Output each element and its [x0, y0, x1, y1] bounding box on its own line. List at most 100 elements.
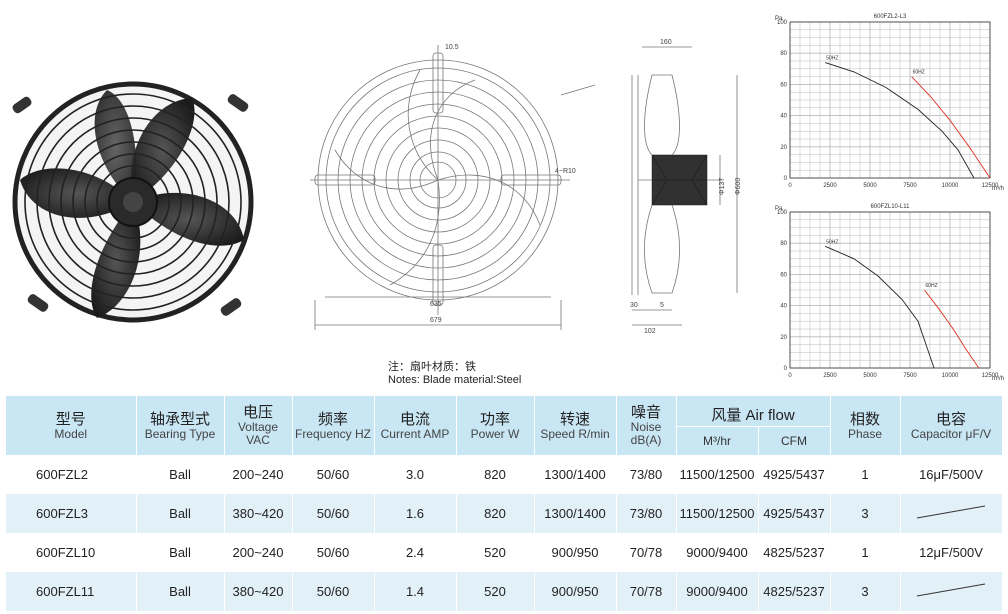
cell-current: 1.6	[374, 494, 457, 533]
dim-top-label: 10.5	[445, 44, 459, 51]
capacitor-none-slash	[916, 505, 986, 519]
cell-frequency: 50/60	[292, 533, 375, 572]
cell-power: 820	[456, 494, 535, 533]
y-tick-label: 20	[780, 145, 787, 151]
y-axis-label: Pa	[775, 206, 783, 212]
y-tick-label: 80	[780, 241, 787, 247]
cell-noise: 70/78	[616, 533, 677, 572]
cell-airflow-cfm: 4825/5237	[758, 572, 831, 611]
cell-model: 600FZL2	[6, 455, 137, 494]
front-view-drawing: 10.5 4−R10 635 679	[310, 44, 596, 330]
cell-capacitor: 12μF/500V	[900, 533, 1003, 572]
x-tick-label: 0	[788, 373, 792, 379]
series-label: 50HZ	[826, 56, 838, 62]
cell-model: 600FZL3	[6, 494, 137, 533]
cell-current: 2.4	[374, 533, 457, 572]
cell-capacitor	[900, 494, 1003, 533]
cell-airflow-cfm: 4925/5437	[758, 455, 831, 494]
cell-noise: 70/78	[616, 572, 677, 611]
plot-frame	[789, 211, 991, 369]
cell-speed: 900/950	[534, 572, 617, 611]
cell-model: 600FZL10	[6, 533, 137, 572]
y-tick-label: 100	[777, 20, 788, 26]
cell-power: 520	[456, 572, 535, 611]
x-tick-label: 7500	[903, 373, 917, 379]
dim-bottom-label: 102	[644, 328, 656, 335]
cell-noise: 73/80	[616, 455, 677, 494]
cell-voltage: 380~420	[224, 572, 293, 611]
cell-bearing: Ball	[136, 494, 225, 533]
series-line	[924, 289, 980, 369]
series-line	[825, 245, 935, 369]
header-airflow-cfm: CFM	[758, 426, 831, 455]
cell-noise: 73/80	[616, 494, 677, 533]
dim-hub-label: Φ137	[719, 178, 726, 195]
y-tick-label: 0	[784, 176, 788, 182]
cell-capacitor: 16μF/500V	[900, 455, 1003, 494]
x-tick-label: 2500	[823, 373, 837, 379]
series-line	[825, 62, 975, 179]
x-tick-label: 2500	[823, 183, 837, 189]
cell-voltage: 200~240	[224, 533, 293, 572]
cell-bearing: Ball	[136, 533, 225, 572]
series-label: 60HZ	[925, 283, 937, 289]
cell-phase: 1	[830, 533, 901, 572]
chart-title: 600FZL2-L3	[874, 14, 907, 20]
cell-airflow-m3hr: 11500/12500	[676, 494, 759, 533]
header-airflow-m3hr: M³/hr	[676, 426, 759, 455]
plot-frame	[789, 21, 991, 179]
cell-phase: 3	[830, 494, 901, 533]
x-tick-label: 10000	[942, 373, 959, 379]
x-tick-label: 5000	[863, 373, 877, 379]
notes-en: Notes: Blade material:Steel	[388, 374, 522, 386]
cell-current: 3.0	[374, 455, 457, 494]
series-line	[911, 76, 991, 179]
cell-bearing: Ball	[136, 455, 225, 494]
cell-airflow-m3hr: 9000/9400	[676, 572, 759, 611]
dim-small-label: 5	[660, 302, 664, 309]
cell-phase: 1	[830, 455, 901, 494]
series-label: 60HZ	[913, 70, 925, 76]
y-tick-label: 40	[780, 114, 787, 120]
x-tick-label: 12500	[982, 183, 999, 189]
chart-title: 600FZL10-L11	[871, 204, 911, 210]
cell-power: 520	[456, 533, 535, 572]
cell-power: 820	[456, 455, 535, 494]
cell-capacitor	[900, 572, 1003, 611]
x-axis-label: m³/h	[992, 186, 1004, 192]
y-axis-label: Pa	[775, 16, 783, 22]
x-tick-label: 5000	[863, 183, 877, 189]
cell-frequency: 50/60	[292, 494, 375, 533]
y-tick-label: 20	[780, 335, 787, 341]
y-tick-label: 100	[777, 210, 788, 216]
fan-photo	[12, 81, 254, 323]
x-tick-label: 10000	[942, 183, 959, 189]
cell-voltage: 200~240	[224, 455, 293, 494]
cell-voltage: 380~420	[224, 494, 293, 533]
cell-airflow-cfm: 4925/5437	[758, 494, 831, 533]
dim-diameter-label: Φ600	[735, 178, 742, 195]
cell-frequency: 50/60	[292, 572, 375, 611]
y-tick-label: 40	[780, 304, 787, 310]
cell-phase: 3	[830, 572, 901, 611]
x-tick-label: 7500	[903, 183, 917, 189]
cell-airflow-cfm: 4825/5237	[758, 533, 831, 572]
cell-airflow-m3hr: 9000/9400	[676, 533, 759, 572]
x-tick-label: 12500	[982, 373, 999, 379]
dim-depth-label: 160	[660, 39, 672, 46]
cell-speed: 1300/1400	[534, 494, 617, 533]
